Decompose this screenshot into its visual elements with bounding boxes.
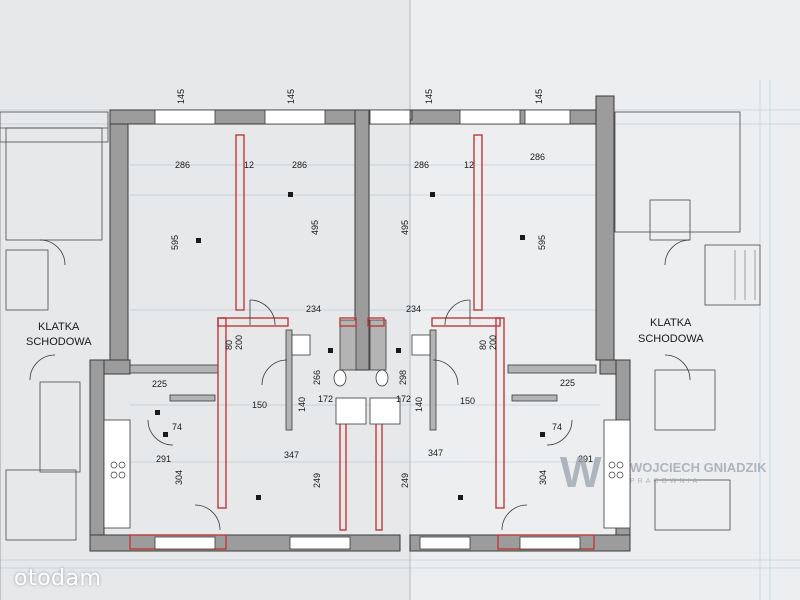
dim-145-d: 145	[534, 89, 544, 104]
dim-74-a: 74	[172, 422, 182, 432]
studio-name: WOJCIECH GNIADZIK	[630, 460, 767, 475]
dim-234-b: 234	[406, 304, 421, 314]
dim-140-a: 140	[297, 397, 307, 412]
dim-291-a: 291	[156, 454, 171, 464]
dim-12-b: 12	[464, 160, 474, 170]
dim-595-a: 595	[170, 235, 180, 250]
dim-495-a: 495	[310, 220, 320, 235]
dim-249-b: 249	[400, 473, 410, 488]
stair-left-label-2: SCHODOWA	[26, 336, 92, 348]
dim-80-a: 80	[224, 340, 234, 350]
dim-200-a: 200	[234, 335, 244, 350]
studio-logo: W	[560, 448, 602, 497]
dim-172-b: 172	[396, 394, 411, 404]
dim-286-c: 286	[414, 160, 429, 170]
dim-145-b: 145	[286, 89, 296, 104]
dim-304-a: 304	[174, 470, 184, 485]
dim-200-b: 200	[488, 335, 498, 350]
dim-286-a: 286	[175, 160, 190, 170]
dim-234-a: 234	[306, 304, 321, 314]
dim-150-a: 150	[252, 400, 267, 410]
dim-286-b: 286	[292, 160, 307, 170]
dim-266: 266	[312, 370, 322, 385]
dim-291-b: 291	[578, 454, 593, 464]
dim-298: 298	[398, 370, 408, 385]
dim-595-b: 595	[537, 235, 547, 250]
dim-145-a: 145	[176, 89, 186, 104]
dim-495-b: 495	[400, 220, 410, 235]
stair-right-label-1: KLATKA	[650, 317, 692, 329]
dim-286-d: 286	[530, 152, 545, 162]
site-watermark: otodam	[14, 566, 102, 591]
studio-subtitle: PRACOWNIA	[630, 478, 701, 485]
dim-80-b: 80	[478, 340, 488, 350]
dim-145-c: 145	[424, 89, 434, 104]
dim-304-b: 304	[538, 470, 548, 485]
dim-347-a: 347	[284, 450, 299, 460]
stair-right-label-2: SCHODOWA	[638, 333, 704, 345]
dim-249-a: 249	[312, 473, 322, 488]
dim-172-a: 172	[318, 394, 333, 404]
dim-140-b: 140	[414, 397, 424, 412]
dim-74-b: 74	[552, 422, 562, 432]
dim-347-b: 347	[428, 448, 443, 458]
dim-225-b: 225	[560, 378, 575, 388]
dim-225-a: 225	[152, 379, 167, 389]
stair-left-label-1: KLATKA	[38, 321, 80, 333]
dim-150-b: 150	[460, 396, 475, 406]
dim-12-a: 12	[244, 160, 254, 170]
